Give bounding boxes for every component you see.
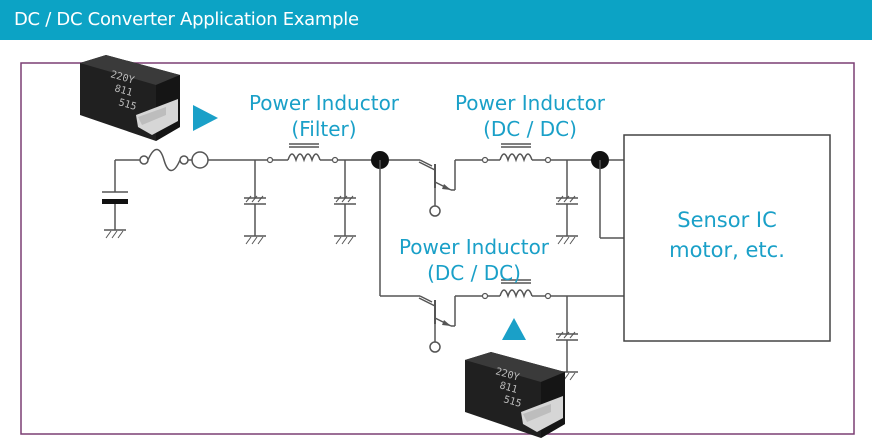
filter-inductor-label: Power Inductor (Filter) — [226, 90, 422, 142]
label-line: (DC / DC) — [427, 261, 521, 285]
header-bar: DC / DC Converter Application Example — [0, 0, 872, 40]
label-line: Power Inductor — [398, 235, 550, 259]
label-line: motor, etc. — [669, 238, 785, 262]
capacitor-symbol — [333, 160, 357, 245]
capacitor-symbol — [555, 296, 579, 381]
label-line: Power Inductor — [248, 91, 400, 115]
transistor-symbol — [418, 297, 452, 353]
page-title: DC / DC Converter Application Example — [14, 9, 359, 30]
dcdc-top-inductor-label: Power Inductor (DC / DC) — [432, 90, 628, 142]
svg-text:515: 515 — [502, 394, 522, 410]
circuit-diagram: 220Y 811 515 220Y 811 515 — [20, 55, 855, 438]
battery-symbol — [102, 160, 128, 239]
svg-text:811: 811 — [113, 83, 133, 99]
label-line: (Filter) — [291, 117, 357, 141]
capacitor-symbol — [555, 160, 579, 245]
inductor-photo: 220Y 811 515 — [80, 55, 180, 141]
switch-terminal — [191, 151, 209, 169]
up-arrow — [502, 318, 526, 340]
capacitor-symbol — [243, 160, 267, 245]
sensor-ic-box — [623, 134, 831, 342]
svg-text:811: 811 — [498, 380, 518, 396]
inductor-symbol — [287, 143, 321, 161]
label-line: Power Inductor — [454, 91, 606, 115]
transistor-symbol — [418, 161, 452, 217]
label-line: Sensor IC — [677, 208, 777, 232]
fuse-symbol — [139, 148, 189, 172]
play-arrow — [193, 105, 218, 131]
inductor-photo: 220Y 811 515 — [465, 352, 565, 438]
inductor-symbol — [499, 143, 533, 161]
label-line: (DC / DC) — [483, 117, 577, 141]
sensor-ic-label: Sensor IC motor, etc. — [624, 205, 830, 265]
diagram-frame — [20, 62, 855, 435]
dcdc-bottom-inductor-label: Power Inductor (DC / DC) — [378, 234, 570, 286]
svg-text:515: 515 — [117, 97, 137, 113]
